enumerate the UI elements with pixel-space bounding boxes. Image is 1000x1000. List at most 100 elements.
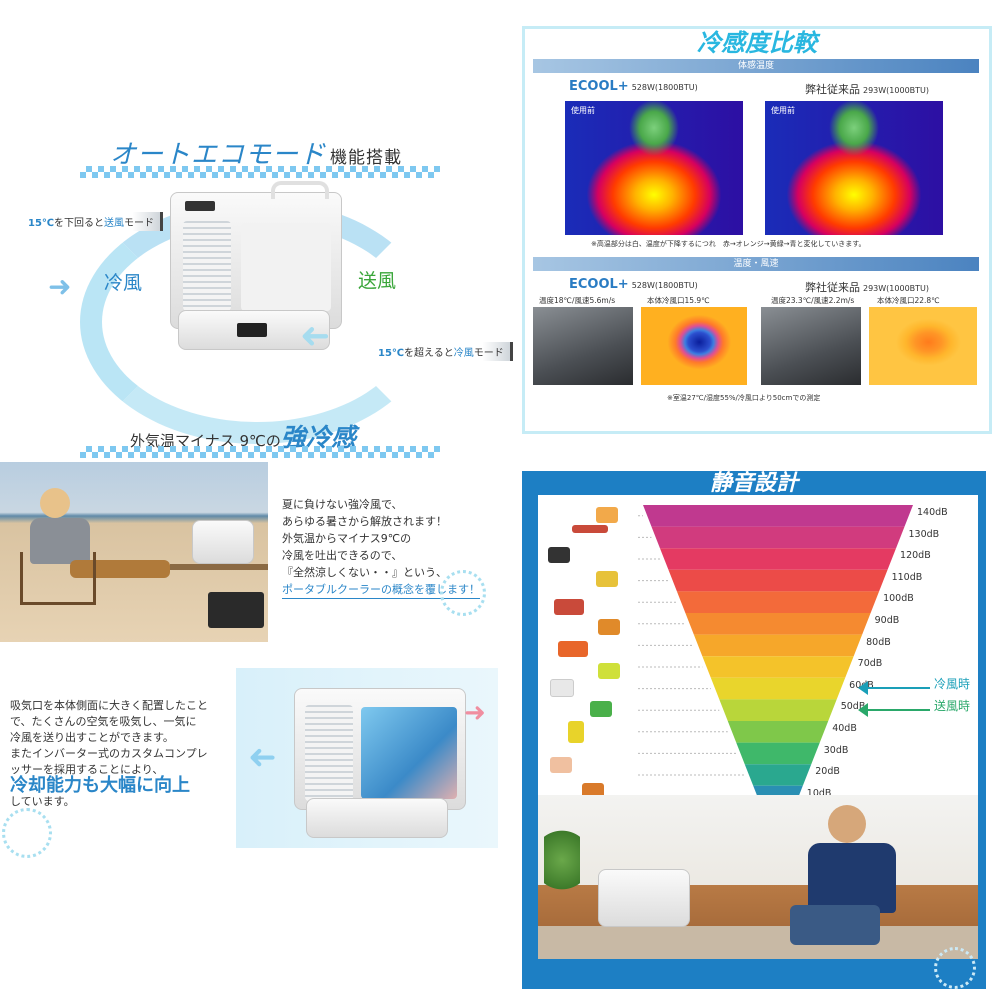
product-b-watt-2: 293W(1000BTU): [863, 284, 930, 293]
heat-out-arrow-icon: ➜: [464, 698, 486, 728]
car-icon: [598, 663, 620, 679]
funnel-band: [643, 505, 913, 527]
whispering-icon: [550, 757, 572, 773]
fan-mode-label: 送風時: [934, 699, 971, 713]
strong-line-2: あらゆる暑さから解放されます！: [282, 515, 447, 528]
above-deg: 15℃: [378, 348, 405, 359]
db-level-label: 100dB: [883, 593, 914, 605]
intake-paragraph: 吸気口を本体側面に大きく配置したこと で、たくさんの空気を吸気し、一気に 冷風を…: [10, 698, 208, 810]
helicopter-icon: [554, 599, 584, 615]
funnel-band: [685, 613, 871, 635]
above-mode-end: モード: [473, 348, 504, 359]
beach-cooler: [192, 520, 254, 564]
db-funnel-chart: [638, 505, 913, 829]
below-mode-name: 送風: [104, 218, 125, 229]
funnel-band: [710, 677, 846, 700]
product-b-label-2: 弊社従来品: [805, 281, 860, 294]
hair-dryer-icon: [598, 619, 620, 635]
strong-line-1: 夏に負けない強冷風で、: [282, 498, 403, 511]
strong-title-underline: [80, 446, 440, 458]
strong-line-4: 冷風を吐出できるので、: [282, 549, 403, 562]
funnel-band: [668, 569, 888, 592]
eco-title: オートエコモード機能搭載: [110, 134, 402, 171]
product-a-watt: 528W(1800BTU): [631, 83, 698, 92]
below-mode-end: モード: [124, 218, 155, 229]
fan-arrow-head-icon: [858, 703, 868, 717]
funnel-band: [676, 591, 880, 613]
eco-title-suffix: 機能搭載: [330, 148, 403, 168]
anemometer-photo-b: [761, 307, 861, 385]
room-cooler: [598, 869, 690, 927]
thermal-note: ※高温部分は白、温度が下降するにつれ 赤→オレンジ→黄緑→青と変化していきます。: [591, 240, 866, 248]
db-level-label: 20dB: [815, 766, 840, 778]
meas-a-temp: 温度18℃/風速5.6m/s: [539, 296, 616, 305]
arrow-left-icon: ➜: [48, 270, 72, 303]
above-text: を超えると: [404, 348, 454, 359]
intake-line-3: 冷風を送り出すことができます。: [10, 731, 174, 744]
eco-title-main: オートエコモード: [110, 140, 327, 170]
measure-note: ※室温27℃/湿度55%/冷風口より50cmでの測定: [667, 394, 821, 402]
product-a-label: ECOOL+: [569, 79, 629, 94]
db-level-label: 130dB: [908, 528, 940, 540]
db-level-label: 40dB: [832, 723, 857, 734]
meas-b-body: 本体冷風口22.8℃: [877, 296, 940, 305]
thermal-image-b: 使用前: [765, 101, 943, 235]
cooler-display: [185, 201, 215, 211]
intake-line-1: 吸気口を本体側面に大きく配置したこと: [10, 699, 208, 712]
meas-a-body: 本体冷風口15.9℃: [647, 296, 710, 305]
man-jeans: [790, 905, 880, 945]
product-a-name: ECOOL+528W(1800BTU): [569, 79, 698, 94]
living-room-photo: [538, 795, 978, 959]
beach-photo: [0, 462, 268, 642]
fireworks-icon: [596, 507, 618, 523]
funnel-band: [727, 721, 829, 743]
airplane-icon: [572, 525, 608, 533]
thermal-a-label: 使用前: [571, 106, 595, 115]
cooler-base-display: [237, 323, 267, 337]
man-shirt: [30, 518, 90, 564]
eco-mode-panel: オートエコモード機能搭載 15℃を下回ると送風モード 15℃を超えると冷風モード…: [0, 120, 513, 444]
cold-air-label: 冷風: [104, 272, 143, 294]
above-mode-name: 冷風: [453, 348, 474, 359]
db-level-label: 90dB: [874, 615, 900, 626]
intake-line-2: で、たくさんの空気を吸気し、一気に: [10, 715, 197, 728]
funnel-band: [659, 548, 897, 570]
below-text: を下回ると: [54, 218, 105, 229]
below-deg: 15℃: [28, 218, 55, 229]
police-car-icon: [548, 547, 570, 563]
product-a-watt-2: 528W(1800BTU): [631, 281, 698, 290]
beach-table: [170, 564, 268, 570]
funnel-band: [693, 634, 863, 657]
funnel-band: [719, 699, 837, 721]
below-15-label: 15℃を下回ると送風モード: [22, 212, 164, 231]
cooler-unit-image: [170, 181, 342, 329]
thermal-b-label: 使用前: [771, 106, 795, 115]
cold-out-arrow-icon: ➜: [248, 738, 277, 778]
beach-chair: [20, 552, 96, 605]
cooler-handle: [271, 181, 329, 199]
intake-base: [306, 798, 448, 838]
db-level-label: 140dB: [917, 507, 948, 518]
swirl-decor-icon: [440, 570, 486, 616]
cold-arrow-head-icon: [858, 681, 868, 695]
product-b-label: 弊社従来品: [805, 83, 860, 96]
band-temp-wind: 温度・風速: [533, 257, 979, 271]
band-feel-temp: 体感温度: [533, 59, 979, 73]
comparison-title: 冷感度比較: [697, 29, 817, 57]
man-head-2: [828, 805, 866, 843]
db-level-label: 30dB: [823, 744, 849, 756]
intake-line-7: しています。: [10, 795, 75, 808]
fan-mode-arrow: [864, 709, 930, 711]
intake-cooler: [294, 688, 466, 810]
meas-b-temp: 温度23.3℃/風速2.2m/s: [771, 296, 855, 305]
product-a-name-2: ECOOL+528W(1800BTU): [569, 277, 698, 292]
funnel-band: [702, 656, 854, 678]
refrigerator-icon: [568, 721, 584, 743]
cooler-vent: [183, 221, 231, 311]
intake-line-4: またインバーター式のカスタムコンプレ: [10, 747, 208, 760]
db-level-label: 10dB: [806, 787, 832, 799]
